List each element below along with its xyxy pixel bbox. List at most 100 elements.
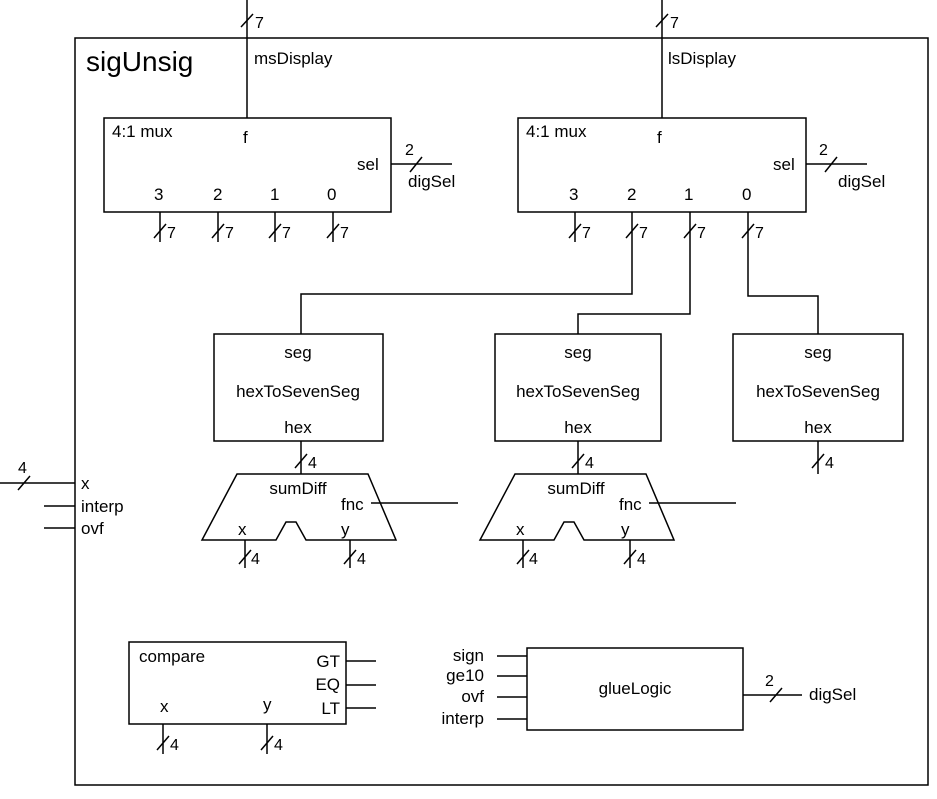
mux-left-in-2-width: 7 (225, 225, 234, 242)
hex-block-3-width: 4 (825, 455, 834, 472)
mux-left-in-2-label: 2 (213, 185, 222, 204)
sumdiff-block-2-y-bus-slash (623, 549, 637, 565)
input-x-width: 4 (18, 460, 27, 477)
input-x-bus-slash (17, 475, 31, 491)
mux-left-out-label: f (243, 128, 248, 147)
sumdiff-block-2-body (478, 473, 676, 541)
wire-mux-in1-to-hex-2 (577, 242, 691, 334)
sumdiff-block-2-y-label: y (621, 520, 630, 539)
mux-left-label: 4:1 mux (112, 122, 173, 141)
hex-block-1-body (213, 333, 384, 442)
hex-block-3-hex-label: hex (804, 418, 832, 437)
sumdiff-block-1-x-bus-slash (238, 549, 252, 565)
mux-right-in-0-bus-slash (741, 223, 755, 239)
hex-block-1-width: 4 (308, 455, 317, 472)
sumdiff-block-1-y-width: 4 (357, 551, 366, 568)
glue-in-ovf-label: ovf (461, 687, 484, 706)
mux-left-in-1-label: 1 (270, 185, 279, 204)
mux-right-sel-bus-slash (824, 156, 838, 173)
hex-block-2-hex-label: hex (564, 418, 592, 437)
sumdiff-block-1: sumDiff fnc x y 4 4 (200, 473, 458, 568)
sumdiff-block-2-fnc-label: fnc (619, 495, 642, 514)
mux-left-in-3-bus-slash (153, 223, 167, 239)
hex-block-2-seg-label: seg (564, 343, 591, 362)
mux-left-in-2-bus-slash (211, 223, 225, 239)
hex-block-1-bus-slash (294, 453, 308, 469)
compare-x-label: x (160, 697, 169, 716)
compare-y-label: y (263, 695, 272, 714)
mux-left-in-3-width: 7 (167, 225, 176, 242)
hex-block-3-body (732, 333, 904, 442)
glue-in-interp-label: interp (441, 709, 484, 728)
hex-block-2-body (494, 333, 662, 442)
mux-left-sel-bus-slash (409, 156, 423, 173)
glue-out-width: 2 (765, 673, 774, 690)
mux-left-in-0-width: 7 (340, 225, 349, 242)
sumdiff-block-2-x-label: x (516, 520, 525, 539)
mux-left-in-0-bus-slash (326, 223, 340, 239)
mux-right-in-3-bus-slash (568, 223, 582, 239)
compare-y-width: 4 (274, 737, 283, 754)
hex-block-1-name: hexToSevenSeg (236, 382, 360, 401)
sumdiff-block-1-y-bus-slash (343, 549, 357, 565)
mux-right-label: 4:1 mux (526, 122, 587, 141)
mux-right-in-3-label: 3 (569, 185, 578, 204)
hex-block-2-width: 4 (585, 455, 594, 472)
compare-body (128, 641, 347, 725)
glue-logic-name: glueLogic (599, 679, 672, 698)
compare-x-bus-slash (156, 735, 170, 751)
hex-block-2: seg hexToSevenSeg hex 4 (494, 333, 662, 474)
glue-out-bus-slash (769, 687, 783, 703)
mux-right-in-3-width: 7 (582, 225, 591, 242)
sumdiff-block-2-name: sumDiff (547, 479, 605, 498)
mux-right-out-label: f (657, 128, 662, 147)
ls-display-bus-slash (655, 13, 669, 28)
input-ovf-label: ovf (81, 519, 104, 538)
sumdiff-block-1-fnc-label: fnc (341, 495, 364, 514)
mux-left-in-1-width: 7 (282, 225, 291, 242)
mux-left-body (103, 117, 392, 213)
hex-block-3: seg hexToSevenSeg hex 4 (732, 333, 904, 474)
mux-right-in-0-width: 7 (755, 225, 764, 242)
sumdiff-block-1-name: sumDiff (269, 479, 327, 498)
input-interp-label: interp (81, 497, 124, 516)
ms-display-bus-slash (240, 13, 254, 28)
mux-right-in-1-label: 1 (684, 185, 693, 204)
mux-right-in-0-label: 0 (742, 185, 751, 204)
wire-mux-in0-to-hex-3 (747, 242, 819, 334)
mux-right-sel-net: digSel (838, 172, 885, 191)
compare-x-width: 4 (170, 737, 179, 754)
mux-left-sel-width: 2 (405, 142, 414, 159)
mux-right-body (517, 117, 807, 213)
hex-block-1: seg hexToSevenSeg hex 4 (213, 333, 384, 474)
module-title: sigUnsig (86, 46, 193, 77)
sumdiff-block-2-x-bus-slash (516, 549, 530, 565)
sumdiff-block-1-y-label: y (341, 520, 350, 539)
sumdiff-block-1-x-label: x (238, 520, 247, 539)
ms-display-label: msDisplay (254, 49, 333, 68)
hex-block-3-bus-slash (811, 453, 825, 469)
hex-block-2-name: hexToSevenSeg (516, 382, 640, 401)
mux-left-sel-label: sel (357, 155, 379, 174)
sumdiff-block-1-x-width: 4 (251, 551, 260, 568)
sumdiff-block-1-body (200, 473, 398, 541)
glue-out-net: digSel (809, 685, 856, 704)
sumdiff-block-2: sumDiff fnc x y 4 4 (478, 473, 736, 568)
mux-right: 4:1 mux f sel 2 digSel 3 2 1 0 7 7 7 7 (517, 117, 885, 242)
mux-left: 4:1 mux f sel 2 digSel 3 2 1 0 7 7 7 7 (103, 117, 455, 242)
mux-left-sel-net: digSel (408, 172, 455, 191)
ls-display-label: lsDisplay (668, 49, 737, 68)
hex-block-1-seg-label: seg (284, 343, 311, 362)
mux-right-in-2-label: 2 (627, 185, 636, 204)
glue-in-sign-label: sign (453, 646, 484, 665)
ms-display-width: 7 (255, 15, 264, 32)
glue-in-ge10-label: ge10 (446, 666, 484, 685)
mux-right-in-1-bus-slash (683, 223, 697, 239)
compare-y-bus-slash (260, 735, 274, 751)
hex-block-3-seg-label: seg (804, 343, 831, 362)
compare-gt-label: GT (316, 652, 340, 671)
hex-block-3-name: hexToSevenSeg (756, 382, 880, 401)
glue-logic-body (526, 647, 744, 731)
compare-block: compare GT EQ LT x y 4 4 (128, 641, 376, 754)
